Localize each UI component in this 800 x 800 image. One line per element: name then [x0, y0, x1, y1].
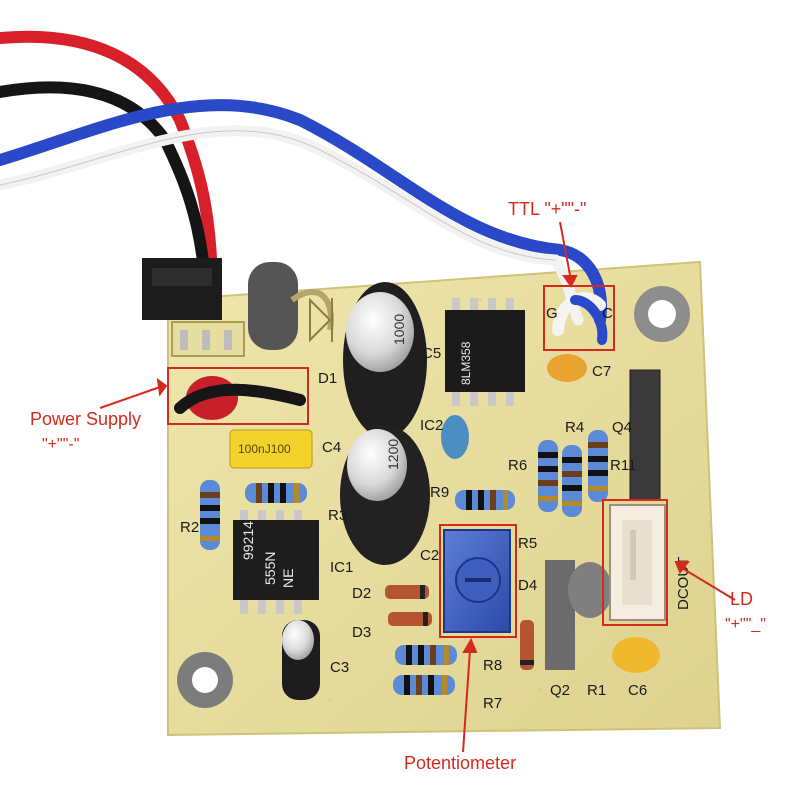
capacitor-c6 — [612, 637, 660, 673]
label-r6: R6 — [508, 457, 527, 474]
mounting-hole-top-right — [634, 286, 690, 342]
capacitor-c2 — [441, 415, 469, 459]
label-r11: R11 — [610, 457, 636, 474]
resistor-r6 — [538, 440, 558, 512]
label-g: G — [546, 305, 558, 322]
label-ic1: IC1 — [330, 559, 353, 576]
label-r8: R8 — [483, 657, 502, 674]
ic1-marking-2: 555N — [262, 552, 278, 585]
resistor-r8 — [395, 645, 457, 665]
diode-d4 — [520, 620, 534, 670]
arrow-power — [99, 386, 161, 409]
label-r5: R5 — [518, 535, 537, 552]
box-potentiometer — [439, 524, 517, 638]
label-d4: D4 — [518, 577, 537, 594]
label-r4: R4 — [565, 419, 584, 436]
label-r7: R7 — [483, 695, 502, 712]
wire-red — [0, 30, 218, 286]
mounting-hole-bottom-left — [177, 652, 233, 708]
annotation-arrows — [99, 221, 736, 753]
cap-c4-marking: 1200 — [385, 439, 401, 470]
ic1-chip — [233, 510, 319, 614]
label-c2: C2 — [420, 547, 439, 564]
box-power — [167, 367, 309, 425]
potentiometer — [443, 529, 511, 633]
resistor-r2 — [200, 480, 220, 550]
ic2-chip — [445, 298, 525, 406]
power-supply-polarity: "+""-" — [42, 436, 80, 453]
component-markings: 99214 555N NE 8LM358 1200 1000 — [240, 314, 473, 588]
ld-polarity: "+""_" — [725, 616, 766, 633]
label-c3: C3 — [330, 659, 349, 676]
label-q2: Q2 — [550, 682, 570, 699]
diodes — [385, 585, 534, 670]
arrow-ld — [681, 567, 736, 601]
ttl-label: TTL "+""-" — [508, 199, 587, 219]
cap-yellow-marking: 100nJ100 — [238, 442, 291, 456]
arrow-ttl — [559, 221, 571, 276]
potentiometer-label: Potentiometer — [404, 753, 517, 773]
ld-connector — [609, 504, 666, 621]
resistor-r7 — [393, 675, 455, 695]
capacitor-c4 — [340, 425, 430, 565]
label-c4: C4 — [322, 439, 341, 456]
capacitor-c3 — [282, 620, 320, 700]
resistor-r9 — [455, 490, 515, 510]
box-ld — [602, 499, 668, 626]
wire-blue — [0, 99, 607, 326]
label-r1: R1 — [587, 682, 606, 699]
pcb-board — [167, 260, 722, 737]
label-r2: R2 — [180, 519, 199, 536]
diode-d3 — [388, 612, 432, 626]
resistor-r3 — [245, 483, 307, 503]
label-d2: D2 — [352, 585, 371, 602]
label-c7: C7 — [592, 363, 611, 380]
label-c5: C5 — [422, 345, 441, 362]
power-supply-pads — [174, 376, 306, 420]
label-ic2: IC2 — [420, 417, 443, 434]
power-input-connector — [142, 258, 245, 357]
resistors — [200, 430, 608, 695]
capacitor-c7 — [547, 354, 587, 382]
label-c6: C6 — [628, 682, 647, 699]
label-c: C — [602, 305, 613, 322]
resistor-r4 — [562, 445, 582, 517]
label-d1: D1 — [318, 370, 337, 387]
silkscreen-labels: D1 C5 C7 C4 IC2 R4 Q4 R6 R11 R9 R2 R3 IC… — [180, 305, 692, 712]
box-ttl — [543, 285, 615, 351]
ic2-marking: 8LM358 — [459, 341, 473, 385]
ld-label: LD — [730, 589, 754, 609]
transistor-top — [248, 262, 334, 350]
cap-c5-marking: 1000 — [391, 314, 407, 345]
annotation-boxes — [167, 285, 668, 638]
diode-d1-symbol — [309, 297, 333, 343]
component-r1 — [568, 562, 612, 618]
transistor-q4 — [629, 369, 661, 501]
ic1-marking-3: NE — [280, 569, 296, 588]
diode-d2 — [385, 585, 429, 599]
capacitor-yellow-film — [229, 429, 313, 469]
ttl-pads — [552, 292, 608, 345]
label-q4: Q4 — [612, 419, 632, 436]
arrow-potentiometer — [462, 649, 471, 753]
wire-bundle — [0, 30, 607, 326]
resistor-r11 — [588, 430, 608, 502]
label-r9: R9 — [430, 484, 449, 501]
power-supply-label: Power Supply — [30, 409, 142, 429]
ic1-marking-1: 99214 — [240, 521, 256, 560]
transistor-q2 — [545, 560, 575, 670]
label-d3: D3 — [352, 624, 371, 641]
capacitor-c5 — [343, 282, 427, 438]
label-r3: R3 — [328, 507, 347, 524]
